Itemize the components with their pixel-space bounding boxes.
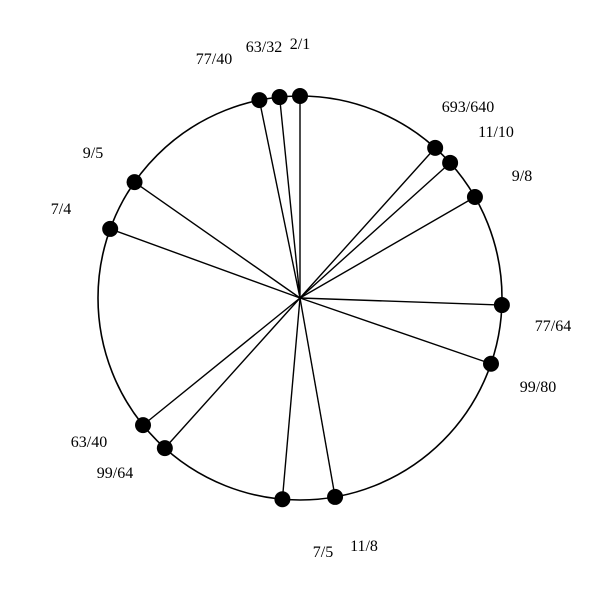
dot-693-640 [427, 139, 444, 156]
dot-77-64 [493, 297, 510, 314]
label-99-80: 99/80 [520, 379, 556, 396]
label-11-8: 11/8 [350, 538, 378, 555]
dot-2-1 [292, 88, 308, 104]
dots-group [102, 88, 510, 508]
label-77-40: 77/40 [196, 51, 232, 68]
dot-99-64 [156, 440, 173, 457]
spoke-99-64 [164, 297, 301, 449]
spoke-7-5 [281, 297, 301, 500]
spoke-63-40 [142, 297, 301, 426]
spoke-77-40 [258, 99, 301, 299]
spoke-693-640 [299, 147, 436, 299]
label-99-64: 99/64 [97, 465, 133, 482]
dot-11-10 [442, 154, 459, 171]
spoke-9-8 [299, 196, 476, 299]
label-693-640: 693/640 [442, 99, 494, 116]
spokes-group [109, 96, 502, 500]
label-7-4: 7/4 [51, 201, 71, 218]
dot-99-80 [482, 355, 499, 372]
label-7-5: 7/5 [313, 544, 333, 561]
label-63-32: 63/32 [246, 39, 282, 56]
label-9-8: 9/8 [512, 168, 532, 185]
dot-9-5 [126, 174, 143, 191]
dot-7-4 [102, 220, 119, 237]
spoke-9-5 [134, 181, 301, 299]
labels-group: 2/1 63/32 77/40 9/5 7/4 63/40 99/64 7/5 11/8 99/8… [51, 36, 571, 561]
dot-11-8 [327, 488, 344, 505]
spoke-7-4 [109, 228, 301, 299]
dot-63-32 [271, 89, 288, 106]
spoke-11-8 [299, 297, 336, 498]
dot-77-40 [251, 92, 268, 109]
dot-63-40 [135, 417, 152, 434]
label-2-1: 2/1 [290, 36, 310, 53]
label-9-5: 9/5 [83, 145, 103, 162]
spoke-99-80 [299, 297, 492, 365]
label-77-64: 77/64 [535, 318, 571, 335]
label-63-40: 63/40 [71, 434, 107, 451]
label-11-10: 11/10 [478, 124, 514, 141]
spoke-11-10 [299, 162, 451, 299]
spoke-77-64 [299, 297, 502, 306]
spoke-63-32 [278, 96, 301, 299]
dot-7-5 [274, 491, 291, 508]
dot-9-8 [466, 189, 483, 205]
